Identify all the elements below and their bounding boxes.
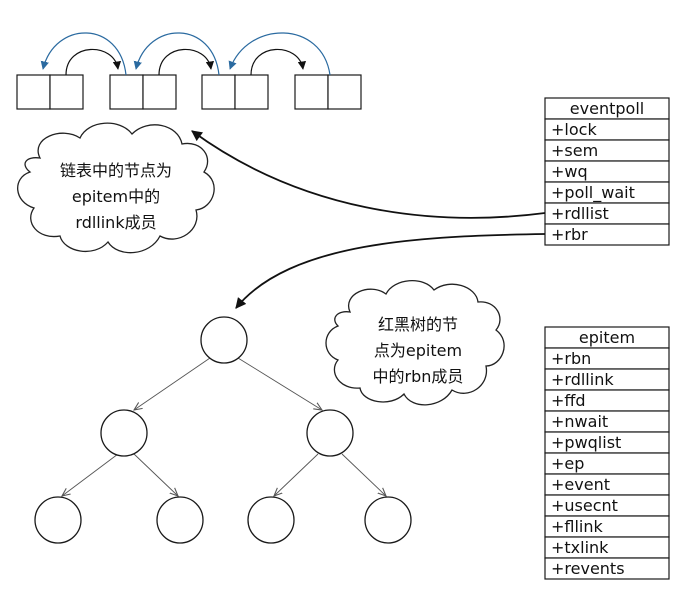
list-node-4-prev-cell bbox=[294, 74, 329, 110]
tree-note-line-1: 红黑树的节 bbox=[378, 315, 458, 334]
list-node-2 bbox=[109, 74, 177, 110]
tree-node-left-left bbox=[34, 496, 82, 544]
epitem-field-revents bbox=[544, 557, 670, 580]
list-next-arrow-3 bbox=[250, 48, 307, 76]
list-prev-arrow-1 bbox=[40, 32, 127, 76]
tree-node-right-left bbox=[247, 496, 295, 544]
tree-edge-root-left bbox=[134, 357, 211, 410]
epitem-field-txlink-label: +txlink bbox=[551, 538, 609, 557]
list-note-line-3: rdllink成员 bbox=[75, 213, 156, 232]
tree-edge-root-right bbox=[237, 357, 322, 410]
eventpoll-title: eventpoll bbox=[570, 99, 644, 118]
list-note-cloud: 链表中的节点为 epitem中的 rdllink成员 bbox=[17, 122, 215, 254]
list-node-3-prev-cell bbox=[201, 74, 236, 110]
eventpoll-struct: eventpoll +lock +sem +wq +poll_wait +rdl… bbox=[544, 97, 670, 246]
list-node-1 bbox=[16, 74, 84, 110]
list-node-4 bbox=[294, 74, 362, 110]
epitem-field-usecnt-label: +usecnt bbox=[551, 496, 618, 515]
list-node-2-next-cell bbox=[142, 74, 177, 110]
list-node-1-prev-cell bbox=[16, 74, 51, 110]
list-node-1-next-cell bbox=[49, 74, 84, 110]
tree-edge-right-left bbox=[274, 453, 319, 496]
eventpoll-field-rbr-label: +rbr bbox=[551, 225, 588, 244]
tree-edge-left-right bbox=[133, 453, 178, 496]
epitem-field-ep-label: +ep bbox=[551, 454, 584, 473]
list-node-4-next-cell bbox=[327, 74, 362, 110]
list-prev-arrow-2 bbox=[133, 32, 220, 76]
tree-node-root bbox=[200, 316, 248, 364]
epitem-struct: epitem +rbn +rdllink +ffd +nwait +pwqlis… bbox=[544, 326, 670, 580]
eventpoll-field-sem-label: +sem bbox=[551, 141, 598, 160]
eventpoll-field-wq-label: +wq bbox=[551, 162, 588, 181]
epitem-field-rbn-label: +rbn bbox=[551, 349, 591, 368]
tree-note-line-2: 点为epitem bbox=[374, 341, 462, 360]
epitem-field-nwait-label: +nwait bbox=[551, 412, 608, 431]
epitem-field-pwqlist-label: +pwqlist bbox=[551, 433, 621, 452]
list-next-arrow-2 bbox=[158, 48, 215, 76]
tree-note-line-3: 中的rbn成员 bbox=[373, 367, 464, 386]
rbr-to-tree-arrow bbox=[235, 233, 546, 309]
epitem-field-revents-label: +revents bbox=[551, 559, 625, 578]
tree-note-cloud-shape bbox=[325, 279, 505, 406]
eventpoll-field-rdllist-label: +rdllist bbox=[551, 204, 609, 223]
list-node-3-next-cell bbox=[234, 74, 269, 110]
eventpoll-field-poll-wait-label: +poll_wait bbox=[551, 183, 635, 203]
epitem-field-ffd-label: +ffd bbox=[551, 391, 586, 410]
epitem-title: epitem bbox=[579, 328, 635, 347]
tree-edge-right-right bbox=[341, 453, 386, 496]
rdllist-to-list-arrow bbox=[191, 130, 546, 219]
list-note-line-1: 链表中的节点为 bbox=[60, 161, 172, 180]
epitem-field-fllink-label: +fllink bbox=[551, 517, 604, 536]
tree-node-left bbox=[100, 409, 148, 457]
tree-node-left-right bbox=[156, 496, 204, 544]
list-note-cloud-shape bbox=[17, 122, 215, 254]
tree-edge-left-left bbox=[62, 453, 119, 496]
tree-note-cloud: 红黑树的节 点为epitem 中的rbn成员 bbox=[325, 279, 505, 406]
list-node-3 bbox=[201, 74, 269, 110]
eventpoll-field-lock-label: +lock bbox=[551, 120, 597, 139]
epitem-field-event-label: +event bbox=[551, 475, 610, 494]
list-next-arrow-1 bbox=[65, 48, 122, 76]
tree-node-right bbox=[306, 409, 354, 457]
epitem-field-rdllink-label: +rdllink bbox=[551, 370, 614, 389]
tree-node-right-right bbox=[364, 496, 412, 544]
list-note-line-2: epitem中的 bbox=[72, 187, 160, 206]
list-prev-arrow-3 bbox=[228, 32, 331, 76]
list-node-2-prev-cell bbox=[109, 74, 144, 110]
